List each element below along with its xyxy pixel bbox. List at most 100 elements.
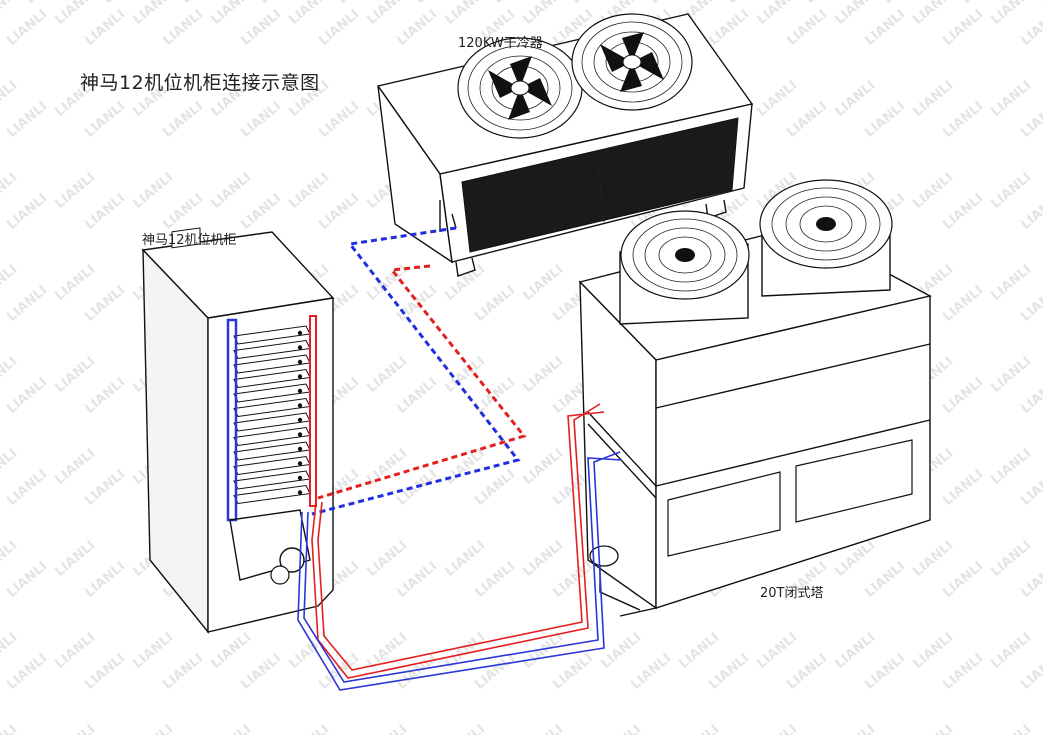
watermark-text: LIANLI	[394, 559, 440, 601]
watermark-text: LIANLI	[910, 538, 956, 580]
watermark-text: LIANLI	[910, 170, 956, 212]
cabinet-label: 神马12机位机柜	[142, 233, 237, 248]
watermark-text: LIANLI	[754, 722, 800, 735]
watermark-text: LIANLI	[0, 446, 20, 488]
watermark-text: LIANLI	[832, 722, 878, 735]
watermark-text: LIANLI	[988, 538, 1034, 580]
watermark-text: LIANLI	[0, 354, 20, 396]
watermark-text: LIANLI	[4, 651, 50, 693]
watermark-text: LIANLI	[0, 78, 20, 120]
cabinet-rack-slots	[233, 325, 311, 505]
watermark-text: LIANLI	[208, 0, 254, 28]
rack-slot-knob	[297, 490, 303, 495]
tower-fan-left-icon	[619, 210, 750, 325]
watermark-text: LIANLI	[208, 630, 254, 672]
watermark-text: LIANLI	[1018, 651, 1043, 693]
watermark-text: LIANLI	[520, 446, 566, 488]
cabinet-unit	[141, 227, 335, 634]
dry-cooler-fan-left-icon	[457, 37, 583, 139]
watermark-text: LIANLI	[364, 354, 410, 396]
watermark-text: LIANLI	[1018, 559, 1043, 601]
watermark-text: LIANLI	[988, 262, 1034, 304]
watermark-text: LIANLI	[520, 630, 566, 672]
watermark-text: LIANLI	[491, 0, 537, 7]
watermark-text: LIANLI	[4, 559, 50, 601]
closed-tower-unit	[578, 179, 932, 617]
watermark-text: LIANLI	[910, 0, 956, 28]
rack-slot-knob	[297, 475, 303, 481]
watermark-text: LIANLI	[598, 722, 644, 735]
watermark-text: LIANLI	[472, 467, 518, 509]
watermark-text: LIANLI	[52, 0, 98, 28]
watermark-text: LIANLI	[413, 0, 459, 7]
watermark-text: LIANLI	[881, 0, 927, 7]
watermark-text: LIANLI	[52, 446, 98, 488]
watermark-text: LIANLI	[940, 375, 986, 417]
watermark-text: LIANLI	[130, 0, 176, 28]
rack-slot-knob	[297, 461, 303, 466]
watermark-text: LIANLI	[988, 78, 1034, 120]
watermark-text: LIANLI	[520, 262, 566, 304]
watermark-text: LIANLI	[676, 722, 722, 735]
watermark-text: LIANLI	[988, 630, 1034, 672]
watermark-text: LIANLI	[82, 191, 128, 233]
watermark-text: LIANLI	[862, 651, 908, 693]
watermark-text: LIANLI	[520, 722, 566, 735]
watermark-text: LIANLI	[82, 283, 128, 325]
watermark-text: LIANLI	[0, 630, 20, 672]
watermark-text: LIANLI	[940, 99, 986, 141]
watermark-text: LIANLI	[959, 0, 1005, 7]
watermark-text: LIANLI	[82, 559, 128, 601]
watermark-text: LIANLI	[706, 7, 752, 49]
watermark-text: LIANLI	[862, 559, 908, 601]
watermark-text: LIANLI	[0, 538, 20, 580]
watermark-text: LIANLI	[52, 538, 98, 580]
watermark-text: LIANLI	[160, 191, 206, 233]
watermark-text: LIANLI	[82, 651, 128, 693]
watermark-text: LIANLI	[316, 7, 362, 49]
watermark-text: LIANLI	[0, 0, 20, 28]
watermark-text: LIANLI	[160, 7, 206, 49]
watermark-text: LIANLI	[520, 538, 566, 580]
watermark-text: LIANLI	[1037, 0, 1043, 7]
watermark-text: LIANLI	[784, 99, 830, 141]
watermark-text: LIANLI	[676, 630, 722, 672]
watermark-text: LIANLI	[940, 7, 986, 49]
watermark-text: LIANLI	[550, 651, 596, 693]
watermark-text: LIANLI	[208, 722, 254, 735]
rack-slot-knob	[297, 388, 303, 394]
watermark-text: LIANLI	[910, 630, 956, 672]
watermark-text: LIANLI	[238, 99, 284, 141]
watermark-text: LIANLI	[82, 7, 128, 49]
watermark-text: LIANLI	[257, 0, 303, 7]
watermark-text: LIANLI	[940, 559, 986, 601]
watermark-text: LIANLI	[4, 467, 50, 509]
dry-cooler-fan-right-icon	[571, 13, 693, 111]
watermark-text: LIANLI	[472, 283, 518, 325]
watermark-text: LIANLI	[82, 99, 128, 141]
watermark-text: LIANLI	[82, 467, 128, 509]
watermark-text: LIANLI	[4, 7, 50, 49]
watermark-text: LIANLI	[550, 559, 596, 601]
watermark-text: LIANLI	[1018, 283, 1043, 325]
watermark-text: LIANLI	[754, 630, 800, 672]
watermark-text: LIANLI	[364, 0, 410, 28]
rack-slot-knob	[297, 345, 303, 350]
dry-cooler-label: 120KW干冷器	[458, 36, 543, 51]
watermark-text: LIANLI	[394, 375, 440, 417]
watermark-text: LIANLI	[754, 0, 800, 28]
watermark-text: LIANLI	[988, 446, 1034, 488]
tower-hot-line	[311, 403, 601, 679]
watermark-text: LIANLI	[4, 191, 50, 233]
watermark-text: LIANLI	[364, 446, 410, 488]
tower-fan-right-icon	[759, 179, 893, 297]
watermark-text: LIANLI	[0, 722, 20, 735]
watermark-text: LIANLI	[394, 7, 440, 49]
watermark-text: LIANLI	[862, 99, 908, 141]
watermark-text: LIANLI	[160, 651, 206, 693]
watermark-text: LIANLI	[988, 170, 1034, 212]
closed-tower-label: 20T闭式塔	[760, 586, 824, 601]
watermark-text: LIANLI	[1018, 99, 1043, 141]
watermark-text: LIANLI	[179, 0, 225, 7]
